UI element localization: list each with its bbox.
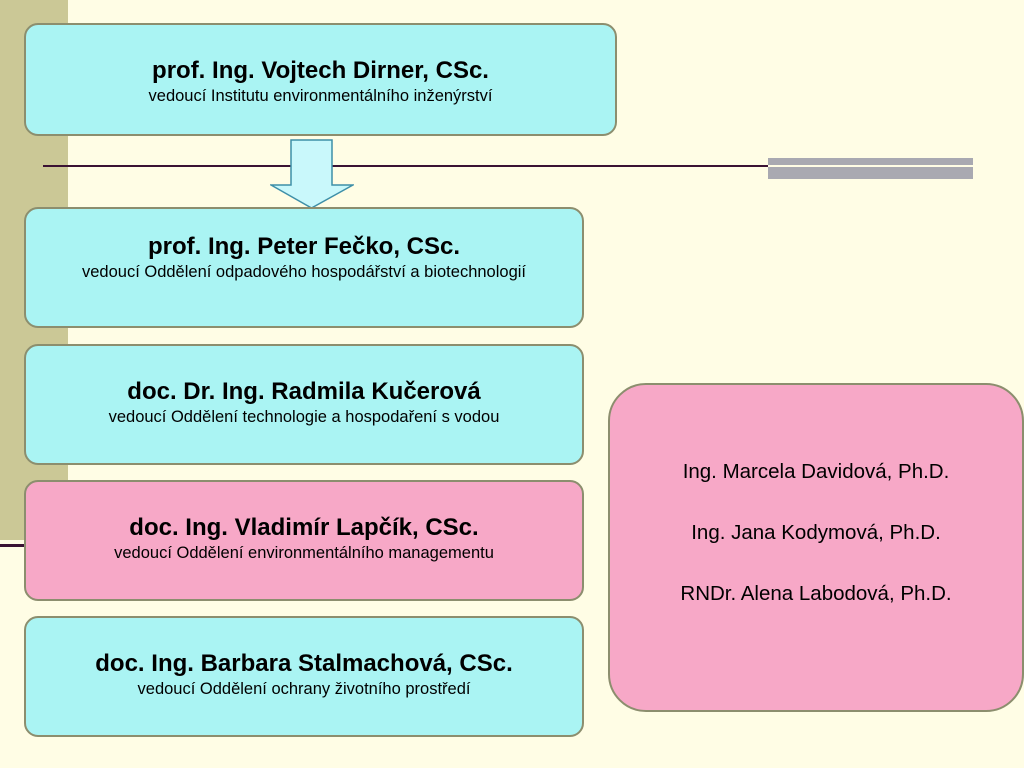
- unit-head-name: prof. Ing. Vojtech Dirner, CSc.: [152, 57, 489, 84]
- unit-head-role: vedoucí Institutu environmentálního inže…: [148, 87, 493, 105]
- department-head-name: doc. Ing. Barbara Stalmachová, CSc.: [95, 650, 513, 677]
- institute-head-box: prof. Ing. Vojtech Dirner, CSc. vedoucí …: [24, 23, 617, 136]
- staff-box: Ing. Marcela Davidová, Ph.D. Ing. Jana K…: [608, 383, 1024, 712]
- staff-name: Ing. Marcela Davidová, Ph.D.: [682, 460, 950, 483]
- staff-name: RNDr. Alena Labodová, Ph.D.: [680, 582, 952, 605]
- department-head-role: vedoucí Oddělení technologie a hospodaře…: [108, 408, 500, 426]
- department-head-name: doc. Dr. Ing. Radmila Kučerová: [127, 378, 481, 405]
- department-head-name: doc. Ing. Vladimír Lapčík, CSc.: [129, 514, 479, 541]
- staff-name: Ing. Jana Kodymová, Ph.D.: [691, 521, 941, 544]
- department-box-water: doc. Dr. Ing. Radmila Kučerová vedoucí O…: [24, 344, 584, 465]
- department-head-role: vedoucí Oddělení odpadového hospodářství…: [82, 263, 526, 281]
- department-head-name: prof. Ing. Peter Fečko, CSc.: [147, 233, 461, 260]
- department-box-environment: doc. Ing. Barbara Stalmachová, CSc. vedo…: [24, 616, 584, 737]
- department-box-waste: prof. Ing. Peter Fečko, CSc. vedoucí Odd…: [24, 207, 584, 328]
- department-box-management: doc. Ing. Vladimír Lapčík, CSc. vedoucí …: [24, 480, 584, 601]
- decorative-rule: [43, 165, 768, 167]
- decorative-rule-left: [0, 544, 26, 547]
- down-arrow-icon: [270, 139, 354, 209]
- decorative-rule-block: [768, 158, 973, 179]
- department-head-role: vedoucí Oddělení ochrany životního prost…: [137, 680, 471, 698]
- department-head-role: vedoucí Oddělení environmentálního manag…: [114, 544, 494, 562]
